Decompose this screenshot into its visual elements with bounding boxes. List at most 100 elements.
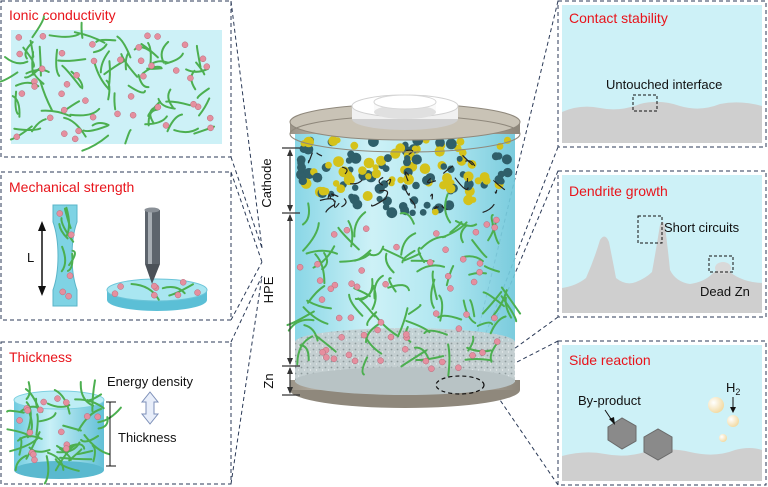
cathode-binder <box>441 205 448 211</box>
polymer-chain <box>407 304 422 315</box>
polymer-chain <box>337 226 360 251</box>
cathode-particle <box>435 137 445 148</box>
polymer-chain <box>196 87 210 99</box>
cathode-particle <box>440 163 448 170</box>
cathode-binder <box>350 179 363 185</box>
cathode-particle <box>445 138 457 150</box>
polymer-chain <box>113 92 117 111</box>
polymer-chain <box>416 264 446 273</box>
cathode-particle <box>332 180 340 187</box>
zn-ion <box>56 210 64 217</box>
zn-ion <box>60 106 68 114</box>
zn-ion <box>476 268 483 276</box>
polymer-chain <box>95 38 117 43</box>
battery-cylinder <box>286 94 522 408</box>
zn-ion <box>347 314 355 321</box>
zn-ion <box>463 311 470 318</box>
zn-ion <box>207 124 214 132</box>
polymer-chain <box>69 107 101 117</box>
panel-dendrite-growth: Dendrite growth Short circuits Dead Zn <box>557 170 767 318</box>
cathode-particle <box>459 148 467 157</box>
cathode-particle <box>482 176 491 185</box>
zn-ion <box>393 243 400 251</box>
polymer-chain <box>400 349 428 368</box>
polymer-chain <box>405 319 431 334</box>
polymer-chain <box>63 116 87 138</box>
zn-ion <box>140 72 147 80</box>
cathode-particle <box>411 145 419 153</box>
untouched-interface-label: Untouched interface <box>606 77 722 92</box>
polymer-chain <box>127 84 146 94</box>
zn-ion <box>469 352 476 359</box>
cathode-binder <box>327 194 332 200</box>
zn-ion <box>493 216 500 224</box>
zn-ion <box>40 398 47 406</box>
cathode-particle <box>372 164 379 171</box>
cathode-particle <box>344 175 352 182</box>
zn-ion <box>403 331 410 338</box>
polymer-chain <box>4 56 29 65</box>
polymer-chain <box>403 252 422 262</box>
zn-ion <box>296 263 304 271</box>
cathode-particle <box>382 203 390 211</box>
cathode-particle <box>431 208 439 216</box>
polymer-chain <box>382 248 404 260</box>
cathode-particles <box>296 134 513 219</box>
zn-ion <box>483 221 491 228</box>
polymer-chain <box>173 127 199 134</box>
zn-ion <box>65 292 72 300</box>
cathode-particle <box>374 183 385 194</box>
zn-ion <box>94 413 101 421</box>
zn-ion <box>493 338 501 345</box>
cathode-binder <box>341 198 347 208</box>
dead-zn-box <box>708 255 734 273</box>
cathode-particle <box>371 169 381 179</box>
polymer-chain <box>68 448 83 462</box>
polymer-chain <box>441 221 468 239</box>
polymer-chain <box>164 52 184 65</box>
polymer-chain <box>365 323 380 344</box>
dead-zn-label: Dead Zn <box>700 284 750 299</box>
polymer-chain <box>39 80 53 112</box>
zn-ion <box>335 314 343 322</box>
cathode-particle <box>409 196 419 205</box>
polymer-chain <box>314 253 326 285</box>
energy-density-label: Energy density <box>107 374 193 389</box>
cathode-binder <box>434 205 439 210</box>
zn-ion <box>90 57 98 65</box>
zn-ion <box>71 135 79 143</box>
polymer-chain <box>81 134 110 152</box>
polymer-chain <box>400 232 417 256</box>
polymer-chain <box>348 293 364 317</box>
cathode-particle <box>456 137 465 146</box>
polymer-chain <box>387 284 410 292</box>
zn-ion <box>459 256 467 263</box>
cathode-particle <box>439 181 448 190</box>
polymer-chain <box>373 274 384 300</box>
polymer-chain <box>83 434 111 456</box>
polymer-chain <box>302 306 329 325</box>
zn-ion <box>15 34 23 41</box>
panel-contact-stability: Contact stability Untouched interface <box>557 0 767 148</box>
cathode-particle <box>352 199 363 210</box>
polymer-chain <box>161 286 186 295</box>
cathode-particle <box>318 186 328 196</box>
zn-ion <box>348 280 355 287</box>
zn-ion <box>374 326 381 334</box>
cathode-binder <box>325 204 335 213</box>
polymer-chain <box>80 435 100 443</box>
polymer-chain <box>13 127 42 131</box>
polymer-chain <box>296 335 314 366</box>
short-circuits-label: Short circuits <box>664 220 740 235</box>
polymer-chain <box>79 381 95 407</box>
zn-ion <box>455 364 462 371</box>
polymer-chain <box>93 61 110 90</box>
polymer-chain <box>144 115 168 126</box>
zn-ion <box>377 357 384 364</box>
polymer-chain <box>384 252 395 274</box>
zn-ion <box>432 310 440 317</box>
cathode-binder <box>378 176 384 186</box>
polymer-chain <box>500 286 522 315</box>
cathode-binder <box>426 177 437 184</box>
zn-ion <box>181 41 189 49</box>
